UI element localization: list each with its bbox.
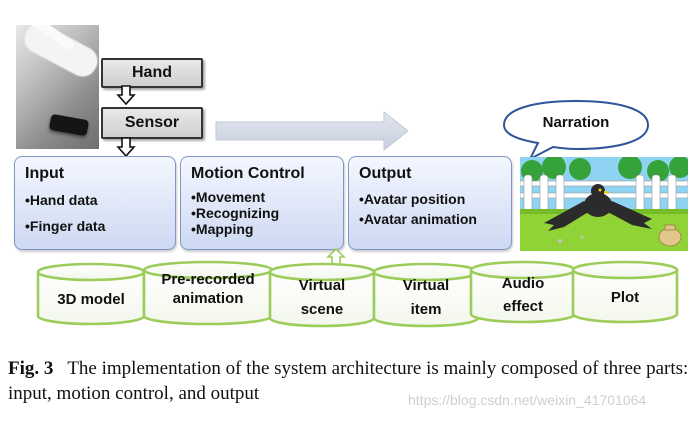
- database-label: Virtual item: [374, 274, 478, 322]
- input-title: Input: [25, 165, 65, 182]
- database-label-line: Virtual: [298, 277, 346, 294]
- database-label-line: 3D model: [57, 291, 125, 308]
- sensor-box: Sensor: [101, 107, 203, 139]
- database-label-line: effect: [502, 298, 543, 315]
- database-label-line: scene: [300, 301, 344, 318]
- narration-bubble: [500, 97, 652, 166]
- database-label: Pre-recorded animation: [144, 270, 272, 308]
- hand-to-sensor-arrow: [116, 85, 136, 105]
- watermark: https://blog.csdn.net/weixin_41701064: [408, 392, 647, 408]
- input-box: Input •Hand data •Finger data: [14, 156, 176, 250]
- database-label-line: animation: [172, 290, 244, 307]
- database-label-line: Plot: [610, 289, 640, 306]
- cylinder-shape: [36, 272, 146, 326]
- output-item: •Avatar position: [359, 191, 466, 207]
- cylinder-top: [36, 262, 146, 282]
- cylinder-shape: [268, 272, 376, 328]
- cylinder-shape: [469, 270, 577, 324]
- cylinder-shape: [142, 270, 274, 326]
- caption-text: The implementation of the system archite…: [8, 358, 689, 404]
- avatar-scene-image: [520, 157, 688, 251]
- cylinder-shape: [372, 272, 480, 328]
- hand-sensor-photo: [16, 25, 99, 149]
- database-label: Audio effect: [471, 272, 575, 318]
- output-title: Output: [359, 165, 412, 182]
- database-label: Virtual scene: [270, 274, 374, 322]
- database-label-line: item: [410, 301, 442, 318]
- sensor-to-input-arrow: [116, 137, 136, 157]
- cylinder-shape: [571, 270, 679, 324]
- hand-label: Hand: [132, 64, 172, 81]
- narration-label: Narration: [542, 114, 610, 131]
- output-box: Output •Avatar position •Avatar animatio…: [348, 156, 512, 250]
- input-item: •Hand data: [25, 192, 98, 208]
- figure-caption: Fig. 3 The implementation of the system …: [8, 356, 692, 406]
- figure-label: Fig. 3: [8, 358, 54, 379]
- database-label-line: Virtual: [402, 277, 450, 294]
- motion-control-item: •Mapping: [191, 221, 254, 237]
- motion-control-item: •Movement: [191, 189, 266, 205]
- motion-control-title: Motion Control: [191, 165, 305, 182]
- motion-control-box: Motion Control •Movement •Recognizing •M…: [180, 156, 344, 250]
- input-item: •Finger data: [25, 218, 106, 234]
- database-label: 3D model: [38, 290, 144, 309]
- cylinder-top: [571, 260, 679, 280]
- motion-control-item: •Recognizing: [191, 205, 280, 221]
- database-label: Plot: [573, 288, 677, 307]
- hand-box: Hand: [101, 58, 203, 88]
- database-label-line: Audio: [501, 275, 545, 292]
- output-item: •Avatar animation: [359, 211, 477, 227]
- flow-right-arrow: [214, 110, 410, 157]
- sensor-label: Sensor: [124, 114, 180, 131]
- database-label-line: Pre-recorded: [161, 271, 255, 288]
